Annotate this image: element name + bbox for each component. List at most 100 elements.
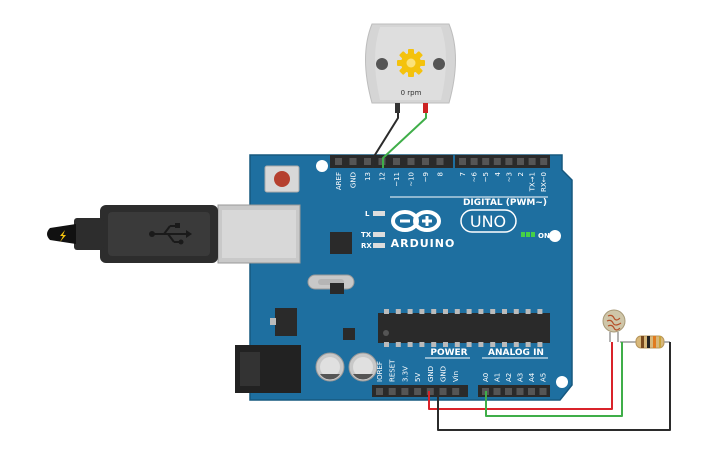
voltage-regulator — [270, 308, 297, 336]
chip-pin — [431, 342, 437, 347]
header-pin[interactable] — [482, 158, 490, 165]
usb-cable[interactable] — [47, 205, 218, 263]
header-pin[interactable] — [349, 158, 357, 165]
motor-terminal-red — [423, 103, 428, 113]
header-pin[interactable] — [516, 388, 524, 395]
header-pin[interactable] — [517, 158, 524, 165]
header-pin[interactable] — [422, 158, 429, 165]
chip-pin — [490, 309, 496, 314]
header-pin[interactable] — [459, 158, 466, 165]
motor-speed-label: 0 rpm — [401, 89, 422, 97]
chip-pin — [454, 309, 460, 314]
chip-pin — [466, 309, 472, 314]
header-pin[interactable] — [528, 158, 536, 165]
digital-pin-label: GND — [350, 172, 358, 188]
header-pin[interactable] — [505, 388, 512, 395]
chip-pin — [513, 309, 519, 314]
analog-pin-label: A5 — [540, 373, 548, 382]
header-pin[interactable] — [426, 388, 434, 395]
digital-pin-label: ~5 — [482, 172, 490, 182]
chip-pin — [395, 342, 401, 347]
header-pin[interactable] — [439, 388, 447, 395]
header-pin[interactable] — [364, 158, 371, 165]
onboard-leds: L TX RX — [361, 210, 385, 250]
header-pin[interactable] — [388, 388, 396, 395]
header-pin[interactable] — [414, 388, 422, 395]
resistor[interactable] — [620, 335, 670, 349]
header-pin[interactable] — [401, 388, 409, 395]
digital-pin-label: ~11 — [393, 172, 401, 187]
header-pin[interactable] — [505, 158, 513, 165]
header-pin[interactable] — [493, 158, 501, 165]
dc-motor[interactable]: 0 rpm — [365, 23, 456, 113]
chip-pin — [384, 342, 389, 347]
wire-a0-green[interactable] — [485, 342, 623, 417]
photoresistor[interactable] — [602, 309, 626, 342]
on-label: ON — [538, 232, 550, 240]
wires — [372, 113, 671, 431]
header-pin[interactable] — [393, 158, 400, 165]
wire-gnd-black[interactable] — [437, 342, 671, 431]
header-pin[interactable] — [539, 388, 547, 395]
led-label-tx: TX — [361, 231, 372, 239]
chip-pin — [431, 309, 437, 314]
chip-pin — [443, 309, 448, 314]
header-pin[interactable] — [407, 158, 415, 165]
wire-5v-red[interactable] — [428, 342, 613, 410]
power-pin-label: IOREF — [376, 361, 384, 382]
digital-pin-label: ~3 — [505, 172, 513, 182]
digital-pin-label: ~6 — [471, 171, 479, 182]
digital-header-right[interactable] — [455, 155, 550, 168]
header-pin[interactable] — [493, 388, 501, 395]
digital-pin-label: 13 — [364, 172, 372, 181]
model-badge: UNO — [460, 209, 517, 233]
digital-pin-label: ~10 — [408, 172, 416, 187]
usb-chip — [330, 232, 352, 254]
digital-pin-label: AREF — [335, 172, 343, 190]
analog-pin-label: A0 — [482, 373, 490, 382]
header-pin[interactable] — [528, 388, 535, 395]
digital-pin-label: 2 — [517, 172, 525, 176]
chip-pin — [407, 309, 413, 314]
chip-pin — [443, 342, 448, 347]
analog-pin-label: A2 — [505, 373, 513, 382]
microcontroller-chip — [378, 309, 550, 347]
power-pin-label: GND — [440, 366, 448, 382]
mount-hole-top-right — [549, 230, 561, 242]
wire-motor-black[interactable] — [372, 113, 399, 168]
chip-pin — [454, 342, 460, 347]
led-label-rx: RX — [361, 242, 372, 250]
power-pin-label: 3.3V — [401, 366, 409, 382]
chip-pin — [525, 342, 531, 347]
analog-header-label: ANALOG IN — [488, 348, 544, 358]
chip-pin — [407, 342, 413, 347]
header-pin[interactable] — [376, 388, 383, 395]
digital-pin-label: ~9 — [422, 172, 430, 182]
header-pin[interactable] — [335, 158, 342, 165]
digital-header-label: DIGITAL (PWM~) — [463, 198, 547, 208]
wire-motor-red[interactable] — [382, 113, 427, 168]
motor-mount-hole-left — [376, 58, 388, 70]
power-pin-label: RESET — [389, 359, 397, 382]
power-pin-label: 5V — [414, 373, 422, 382]
small-component — [330, 283, 344, 294]
header-pin[interactable] — [540, 158, 548, 165]
chip-pin — [525, 309, 531, 314]
digital-pin-label: TX→1 — [529, 172, 537, 192]
lightning-icon — [60, 230, 66, 242]
header-pin[interactable] — [452, 388, 460, 395]
digital-header-left[interactable] — [330, 155, 453, 168]
chip-pin — [395, 309, 401, 314]
chip-pin — [513, 342, 519, 347]
reset-button[interactable] — [264, 165, 300, 193]
header-pin[interactable] — [470, 158, 478, 165]
mount-hole-top-left — [316, 160, 328, 172]
digital-pin-label: 8 — [437, 172, 445, 176]
arduino-logo-icon — [391, 210, 441, 232]
header-pin[interactable] — [436, 158, 444, 165]
chip-pin — [419, 342, 425, 347]
digital-pin-label: 4 — [494, 171, 502, 176]
chip-pin — [478, 309, 484, 314]
